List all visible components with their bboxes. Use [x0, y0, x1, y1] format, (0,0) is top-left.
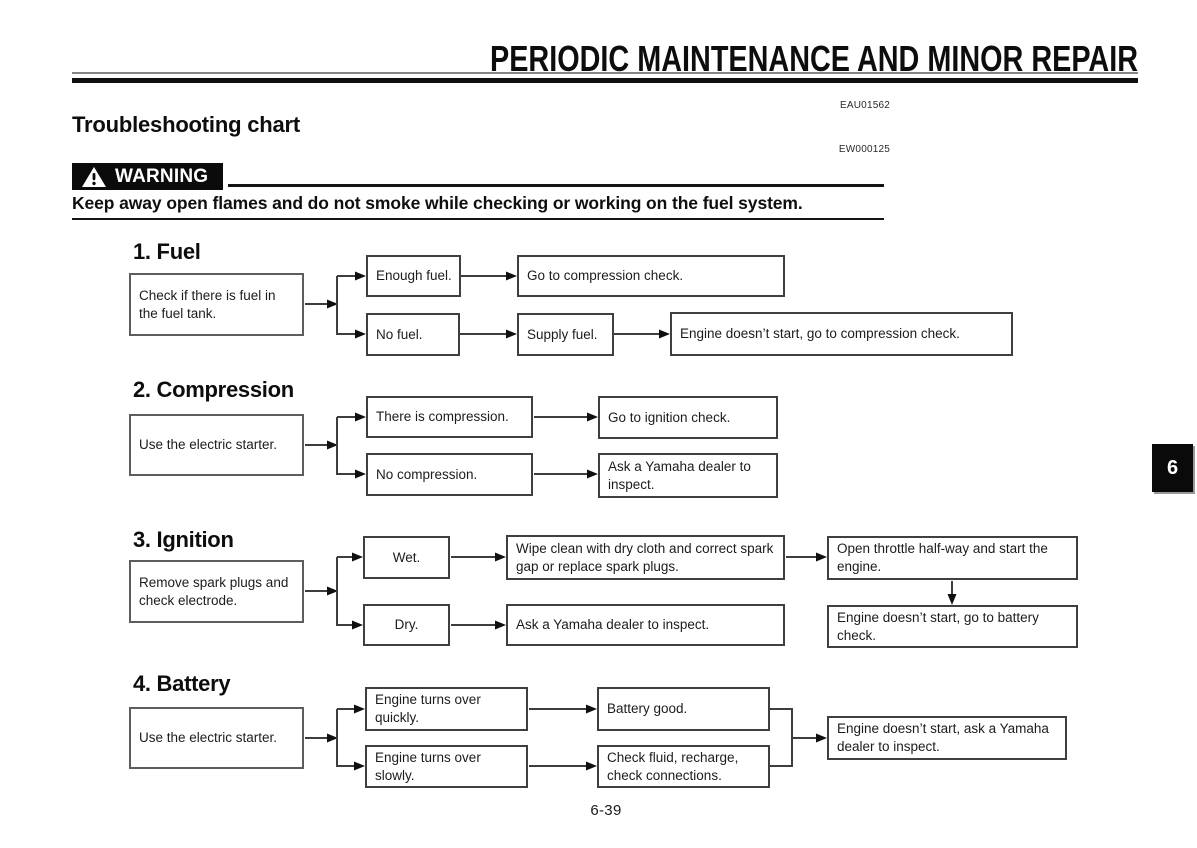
section-heading-ignition: 3. Ignition [133, 527, 234, 552]
warning-icon [82, 166, 106, 187]
section-heading-fuel: 1. Fuel [133, 239, 201, 264]
warning-label: WARNING [115, 166, 209, 187]
node-goto-battery-check: Engine doesn’t start, go to battery chec… [827, 605, 1078, 648]
warning-rule [228, 184, 884, 187]
section-heading-battery: 4. Battery [133, 671, 231, 696]
chapter-tab: 6 [1152, 444, 1193, 492]
warning-text: Keep away open flames and do not smoke w… [72, 193, 803, 213]
header-rule-thick [72, 78, 1138, 83]
node-wipe-clean: Wipe clean with dry cloth and correct sp… [506, 535, 785, 580]
node-turns-over-quickly: Engine turns over quickly. [365, 687, 528, 731]
node-there-is-compression: There is compression. [366, 396, 533, 438]
node-ask-dealer-compression: Ask a Yamaha dealer to inspect. [598, 453, 778, 498]
node-battery-good: Battery good. [597, 687, 770, 731]
section-heading-compression: 2. Compression [133, 377, 294, 402]
node-fuel-source: Check if there is fuel in the fuel tank. [129, 273, 304, 336]
node-battery-final: Engine doesn’t start, ask a Yamaha deale… [827, 716, 1067, 760]
node-ignition-source: Remove spark plugs and check electrode. [129, 560, 304, 623]
node-enough-fuel: Enough fuel. [366, 255, 461, 297]
node-dry: Dry. [363, 604, 450, 646]
node-compression-source: Use the electric starter. [129, 414, 304, 476]
node-no-compression: No compression. [366, 453, 533, 496]
node-turns-over-slowly: Engine turns over slowly. [365, 745, 528, 788]
node-supply-fuel: Supply fuel. [517, 313, 614, 356]
warning-label-box: WARNING [72, 163, 223, 190]
node-battery-source: Use the electric starter. [129, 707, 304, 769]
page-number: 6-39 [590, 802, 622, 819]
node-wet: Wet. [363, 536, 450, 579]
node-goto-ignition-check: Go to ignition check. [598, 396, 778, 439]
reference-code-warning: EW000125 [838, 144, 890, 155]
node-open-throttle: Open throttle half-way and start the eng… [827, 536, 1078, 580]
page-title: PERIODIC MAINTENANCE AND MINOR REPAIR [489, 38, 1138, 79]
node-check-fluid: Check fluid, recharge, check connections… [597, 745, 770, 788]
node-ask-dealer-ignition: Ask a Yamaha dealer to inspect. [506, 604, 785, 646]
warning-underline [72, 218, 884, 220]
node-fuel-result: Engine doesn’t start, go to compression … [670, 312, 1013, 356]
reference-code-top: EAU01562 [840, 100, 890, 111]
troubleshooting-title: Troubleshooting chart [72, 112, 301, 137]
node-no-fuel: No fuel. [366, 313, 460, 356]
node-goto-compression-check: Go to compression check. [517, 255, 785, 297]
header-rule-thin [72, 72, 1138, 74]
